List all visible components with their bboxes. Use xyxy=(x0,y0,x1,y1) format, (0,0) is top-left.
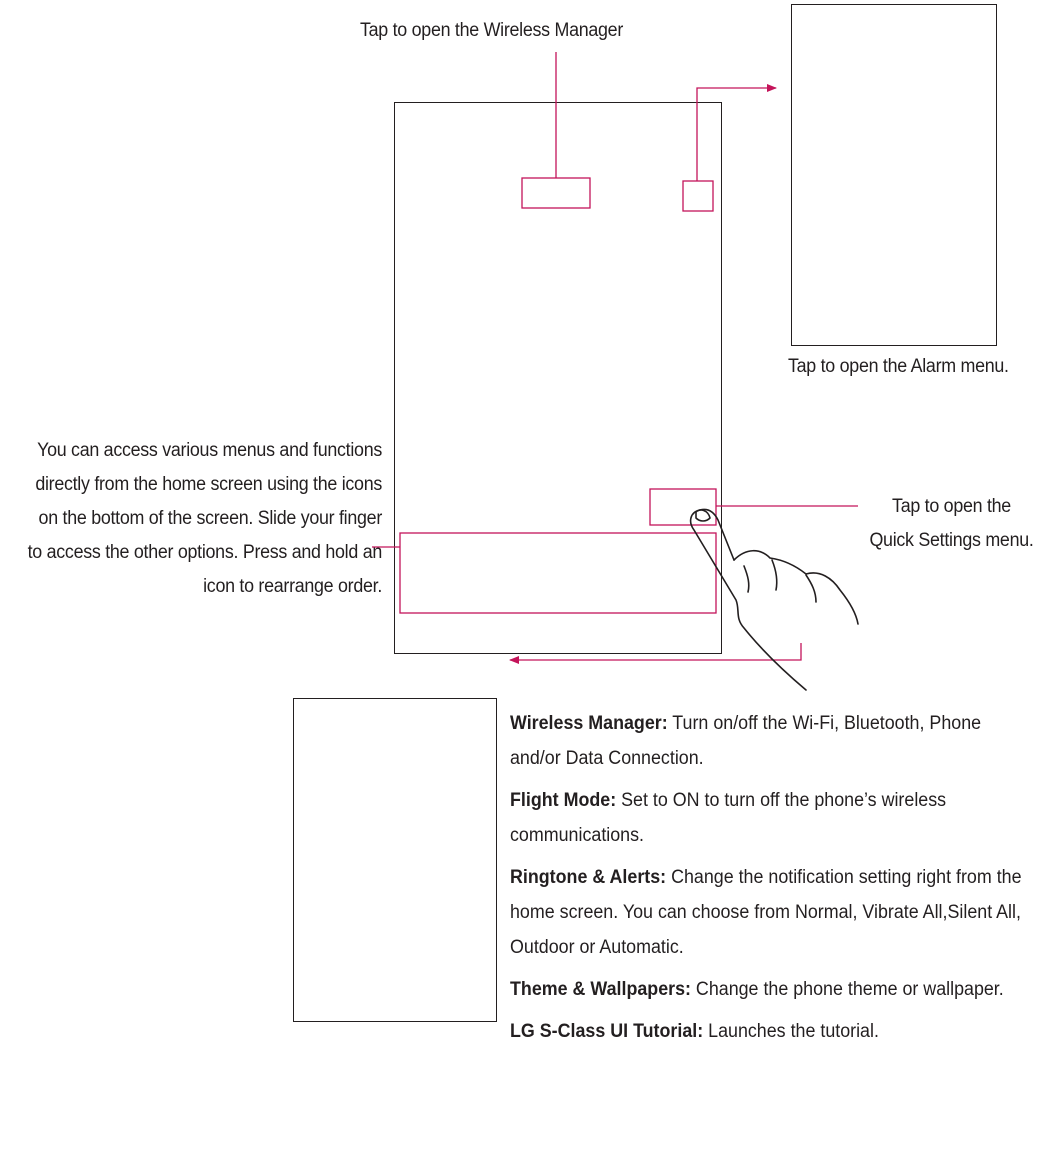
home-icons-callout: You can access various menus and functio… xyxy=(27,440,383,597)
feature-desc: Launches the tutorial. xyxy=(703,1021,879,1042)
feature-wireless-manager: Wireless Manager: Turn on/off the Wi-Fi,… xyxy=(510,706,1027,776)
quick-settings-screen xyxy=(293,698,497,1022)
feature-theme-wallpapers: Theme & Wallpapers: Change the phone the… xyxy=(510,972,1027,1007)
feature-name: Theme & Wallpapers: xyxy=(510,979,691,1000)
feature-desc: Turn on/off the Wi-Fi, Bluetooth, Phone … xyxy=(510,713,982,769)
alarm-arrow xyxy=(696,84,777,181)
feature-desc: Set to ON to turn off the phone’s wirele… xyxy=(510,790,947,846)
alarm-highlight[interactable] xyxy=(682,180,714,212)
quick-settings-arrow xyxy=(509,643,802,664)
feature-name: Wireless Manager: xyxy=(510,713,668,734)
feature-tutorial: LG S-Class UI Tutorial: Launches the tut… xyxy=(510,1014,1027,1049)
alarm-screen xyxy=(791,4,997,346)
wireless-manager-highlight[interactable] xyxy=(521,177,591,209)
feature-desc: Change the phone theme or wallpaper. xyxy=(690,979,1004,1000)
quick-settings-highlight[interactable] xyxy=(649,488,717,526)
phone-home-screen xyxy=(394,102,722,654)
feature-flight-mode: Flight Mode: Set to ON to turn off the p… xyxy=(510,783,1027,853)
wireless-manager-callout: Tap to open the Wireless Manager xyxy=(360,20,623,41)
feature-desc: Change the notification setting right fr… xyxy=(510,867,1022,958)
feature-ringtone-alerts: Ringtone & Alerts: Change the notificati… xyxy=(510,860,1027,965)
feature-name: Flight Mode: xyxy=(510,790,617,811)
hand-icon xyxy=(689,508,859,691)
quick-settings-feature-list: Wireless Manager: Turn on/off the Wi-Fi,… xyxy=(510,706,1030,1056)
feature-name: Ringtone & Alerts: xyxy=(510,867,667,888)
feature-name: LG S-Class UI Tutorial: xyxy=(510,1021,704,1042)
quick-settings-callout: Tap to open the Quick Settings menu. xyxy=(869,496,1034,551)
home-icon-bar-highlight[interactable] xyxy=(399,532,717,614)
alarm-callout: Tap to open the Alarm menu. xyxy=(788,356,1009,377)
